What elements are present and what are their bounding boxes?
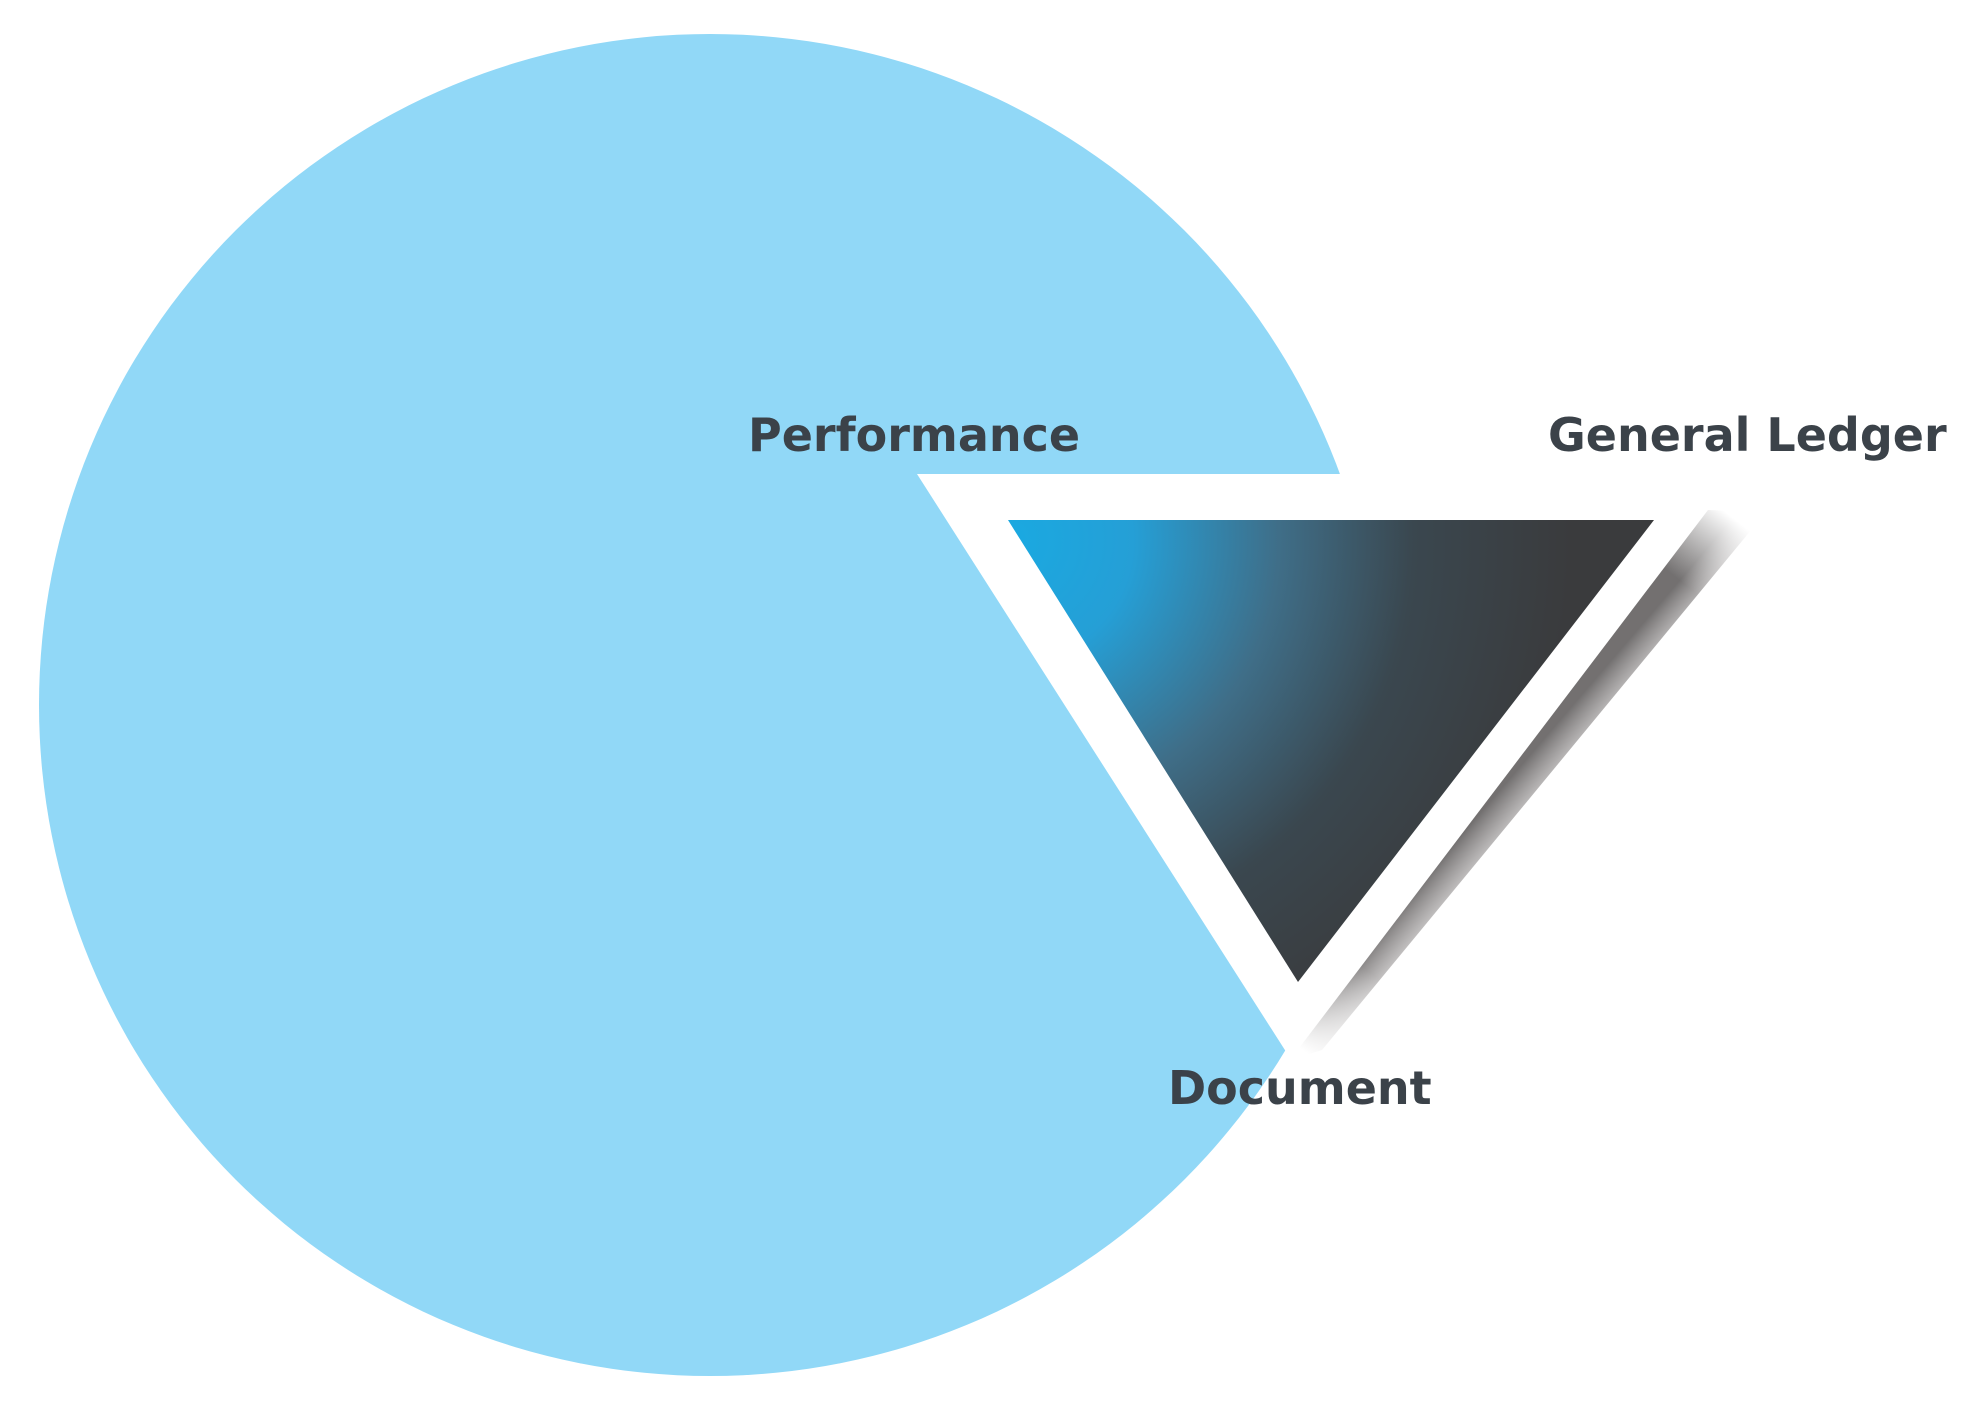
pie-circle: [39, 34, 1381, 1376]
cutout-shadow: [1282, 505, 1780, 1065]
label-document: Document: [1168, 1061, 1432, 1115]
label-performance: Performance: [748, 408, 1080, 462]
gradient-triangle: [1008, 520, 1654, 982]
label-general-ledger: General Ledger: [1548, 408, 1947, 462]
